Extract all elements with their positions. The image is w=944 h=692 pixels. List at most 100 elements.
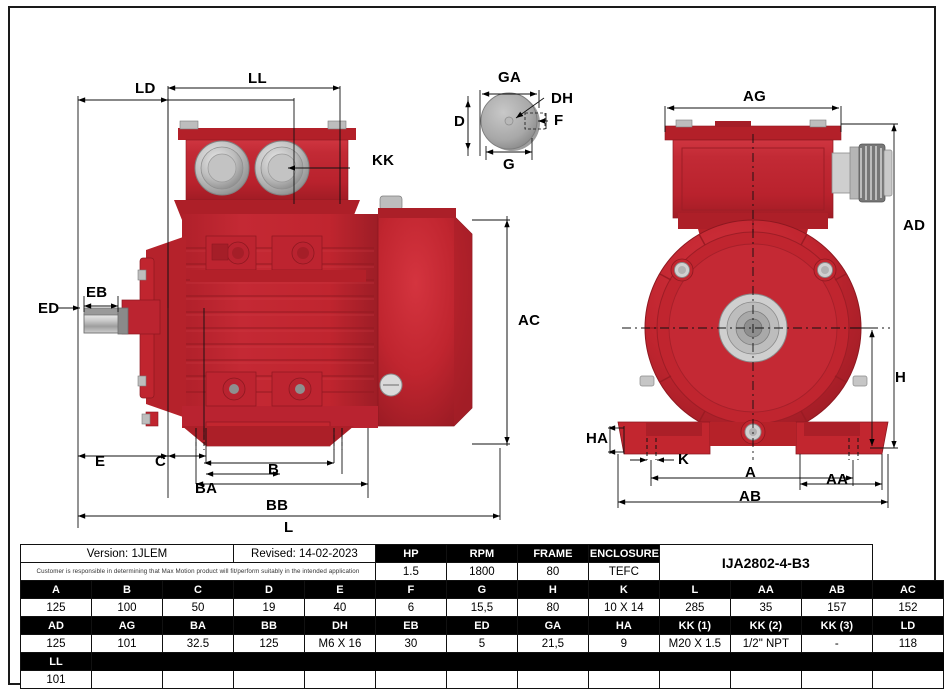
cell-header-frame: FRAME: [516, 544, 589, 563]
table-row-dim-headers-3: LL: [20, 652, 944, 671]
dim-label-C: C: [155, 453, 167, 470]
cell-dim-value: [729, 670, 802, 689]
cell-dim-header: K: [587, 580, 660, 599]
table-row-dim-headers-2: AD AG BA BB DH EB ED GA HA KK (1) KK (2)…: [20, 616, 944, 635]
dim-label-HA: HA: [586, 430, 609, 447]
cell-dim-header: AA: [729, 580, 802, 599]
cell-dim-value: [90, 670, 163, 689]
cell-dim-header: KK (3): [800, 616, 873, 635]
dim-label-KK: KK: [372, 152, 395, 169]
cell-dim-value: 152: [871, 598, 944, 617]
cell-disclaimer: Customer is responsible in determining t…: [20, 562, 376, 581]
cell-dim-value: 125: [232, 634, 305, 653]
dim-label-LD: LD: [135, 80, 156, 97]
cell-dim-header-filler: [90, 652, 944, 671]
cell-dim-value: 5: [445, 634, 518, 653]
cell-dim-header: G: [445, 580, 518, 599]
cell-dim-header: HA: [587, 616, 660, 635]
cell-dim-value: 40: [303, 598, 376, 617]
drawing-frame-border: LD LL KK ED EB AC E C BA B BB L GA DH D …: [8, 6, 944, 689]
cell-value-rpm: 1800: [445, 562, 518, 581]
cell-dim-value: 100: [90, 598, 163, 617]
cell-dim-value: 19: [232, 598, 305, 617]
motor-shaft: [83, 307, 129, 335]
table-row-dim-values-2: 125 101 32.5 125 M6 X 16 30 5 21,5 9 M20…: [20, 634, 944, 653]
cable-gland-right: [254, 140, 310, 196]
dim-label-BB: BB: [266, 497, 289, 514]
cell-dim-header: LD: [871, 616, 944, 635]
cell-dim-header: DH: [303, 616, 376, 635]
cell-dim-header: F: [374, 580, 447, 599]
dim-label-B: B: [268, 461, 280, 478]
table-row-dim-values-1: 125 100 50 19 40 6 15,5 80 10 X 14 285 3…: [20, 598, 944, 617]
cell-dim-value: 21,5: [516, 634, 589, 653]
cable-gland-left: [194, 140, 250, 196]
flange-bolt-left: [670, 258, 694, 282]
end-view-cable-gland: [831, 143, 893, 203]
dim-label-D: D: [454, 113, 466, 130]
cell-dim-value: 1/2" NPT: [729, 634, 802, 653]
drawing-area: LD LL KK ED EB AC E C BA B BB L GA DH D …: [10, 8, 934, 536]
shaft-end-detail-view: [480, 92, 546, 151]
cell-value-hp: 1.5: [374, 562, 447, 581]
cell-dim-value: [374, 670, 447, 689]
cell-dim-value: [871, 670, 944, 689]
cell-dim-value: 35: [729, 598, 802, 617]
cell-dim-value: [303, 670, 376, 689]
dim-label-F: F: [554, 112, 564, 129]
cell-dim-header: A: [20, 580, 92, 599]
cell-dim-value: 10 X 14: [587, 598, 660, 617]
dim-label-EB: EB: [86, 284, 108, 301]
dim-label-AB: AB: [739, 488, 762, 505]
dim-label-E: E: [95, 453, 106, 470]
cell-dim-value: 50: [161, 598, 234, 617]
cell-dim-header: EB: [374, 616, 447, 635]
cell-dim-value: [232, 670, 305, 689]
cell-dim-value: 125: [20, 598, 92, 617]
motor-end-view: [617, 119, 893, 460]
specification-table: Version: 1JLEM Revised: 14-02-2023 HP RP…: [20, 544, 944, 689]
cell-dim-header: L: [658, 580, 731, 599]
dim-label-G: G: [503, 156, 515, 173]
dim-label-AG: AG: [743, 88, 767, 105]
shaft-detail-dimension-lines: [465, 90, 548, 160]
cell-dim-header: AD: [20, 616, 92, 635]
dim-label-DH: DH: [551, 90, 574, 107]
table-row-dim-headers-1: A B C D E F G H K L AA AB AC: [20, 580, 944, 599]
cell-header-enclosure: ENCLOSURE: [587, 544, 660, 563]
cell-version: Version: 1JLEM: [20, 544, 234, 563]
dim-label-A: A: [745, 464, 757, 481]
cell-dim-value: 157: [800, 598, 873, 617]
dim-label-AC: AC: [518, 312, 541, 329]
dim-label-L: L: [284, 519, 294, 536]
cell-value-frame: 80: [516, 562, 589, 581]
cell-dim-value: 101: [90, 634, 163, 653]
cell-dim-value: 30: [374, 634, 447, 653]
cell-header-rpm: RPM: [445, 544, 518, 563]
cell-dim-header: D: [232, 580, 305, 599]
cell-dim-header: H: [516, 580, 589, 599]
dim-label-AD: AD: [903, 217, 926, 234]
cell-value-enclosure: TEFC: [587, 562, 660, 581]
cell-dim-header: BA: [161, 616, 234, 635]
motor-technical-drawing-svg: [58, 85, 898, 528]
cell-dim-value: [516, 670, 589, 689]
cell-dim-value: 285: [658, 598, 731, 617]
cell-header-hp: HP: [374, 544, 447, 563]
cell-dim-value: 32.5: [161, 634, 234, 653]
cell-model-number: IJA2802-4-B3: [658, 544, 873, 581]
cell-dim-value: 101: [20, 670, 92, 689]
cell-dim-value: 118: [871, 634, 944, 653]
dim-label-K: K: [678, 451, 690, 468]
cell-dim-header: ED: [445, 616, 518, 635]
end-view-dimension-lines: [608, 105, 898, 508]
cell-dim-header: E: [303, 580, 376, 599]
dim-label-BA: BA: [195, 480, 218, 497]
cell-revised: Revised: 14-02-2023: [232, 544, 376, 563]
cell-dim-value: [587, 670, 660, 689]
cell-dim-header: KK (1): [658, 616, 731, 635]
cell-dim-value: 15,5: [445, 598, 518, 617]
cell-dim-header: GA: [516, 616, 589, 635]
cell-dim-header: KK (2): [729, 616, 802, 635]
